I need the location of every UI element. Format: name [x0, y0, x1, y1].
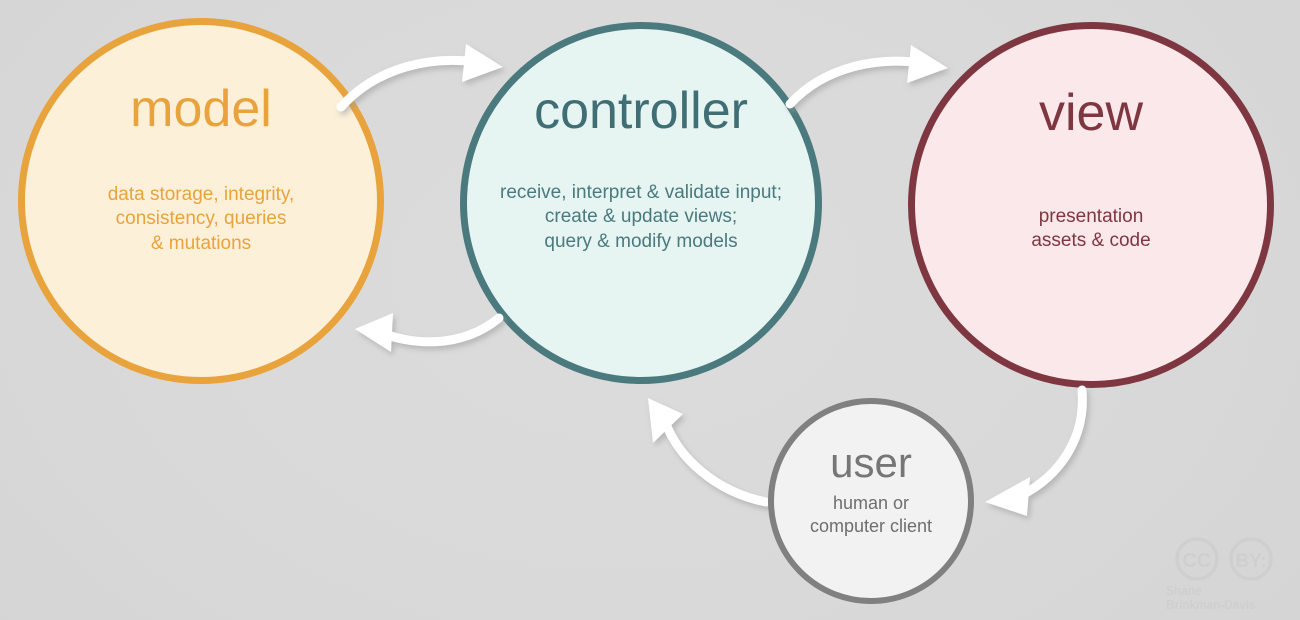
node-model-title: model [130, 80, 272, 138]
node-model: model data storage, integrity, consisten… [18, 18, 384, 384]
node-user-description: human or computer client [809, 493, 933, 537]
node-view-title: view [1038, 84, 1144, 142]
svg-text:BY:: BY: [1235, 551, 1266, 572]
node-user-title: user [830, 439, 912, 486]
node-view: view presentation assets & code [908, 22, 1274, 388]
node-model-description: data storage, integrity, consistency, qu… [107, 184, 295, 254]
arrow-model-to-controller [336, 44, 503, 112]
cc-icon: CC [1175, 537, 1219, 581]
node-controller-title: controller [534, 82, 748, 140]
arrow-controller-to-model [355, 313, 504, 352]
author-credit: Shane Brinkman-Davis [1166, 582, 1256, 612]
node-controller-description: receive, interpret & validate input; cre… [500, 182, 782, 252]
arrow-view-to-user [985, 385, 1087, 516]
creative-commons-attribution: CC BY: Shane Brinkman-Davis [1166, 536, 1288, 612]
node-controller: controller receive, interpret & validate… [460, 22, 822, 384]
license-marks: CC BY: [1174, 536, 1274, 582]
arrow-controller-to-view [785, 45, 948, 109]
node-view-description: presentation assets & code [1031, 206, 1151, 252]
svg-text:CC: CC [1183, 550, 1212, 572]
node-user: user human or computer client [768, 398, 974, 604]
by-icon: BY: [1229, 537, 1273, 581]
arrow-user-to-controller [648, 398, 771, 507]
